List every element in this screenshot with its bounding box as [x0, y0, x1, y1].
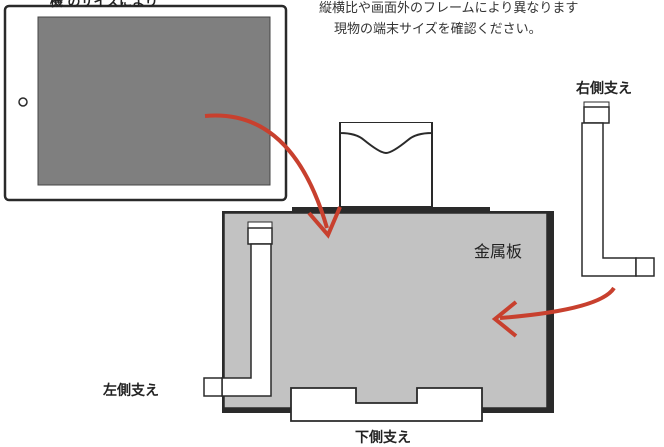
- tablet-home-button: [18, 97, 28, 107]
- left-support: [203, 221, 273, 397]
- left-support-label: 左側支え: [103, 383, 159, 399]
- arrow-support-to-plate: [491, 286, 616, 338]
- holder-top-notch: [339, 123, 433, 155]
- holder-top-clip: [292, 122, 490, 215]
- bottom-support-label: 下側支え: [355, 430, 411, 446]
- tablet: [3, 4, 288, 202]
- note-line-2: 現物の端末サイズを確認ください。: [334, 22, 542, 37]
- top-partial-label: 機 のサイズにより: [50, 0, 158, 10]
- tablet-screen: [37, 16, 271, 186]
- arrow-tablet-to-plate: [204, 113, 342, 239]
- metal-plate-label: 金属板: [474, 242, 523, 261]
- right-support-label: 右側支え: [576, 81, 632, 97]
- bottom-support: [290, 387, 483, 422]
- right-support: [581, 101, 655, 277]
- note-line-1: 縦横比や画面外のフレームにより異なります: [319, 1, 579, 16]
